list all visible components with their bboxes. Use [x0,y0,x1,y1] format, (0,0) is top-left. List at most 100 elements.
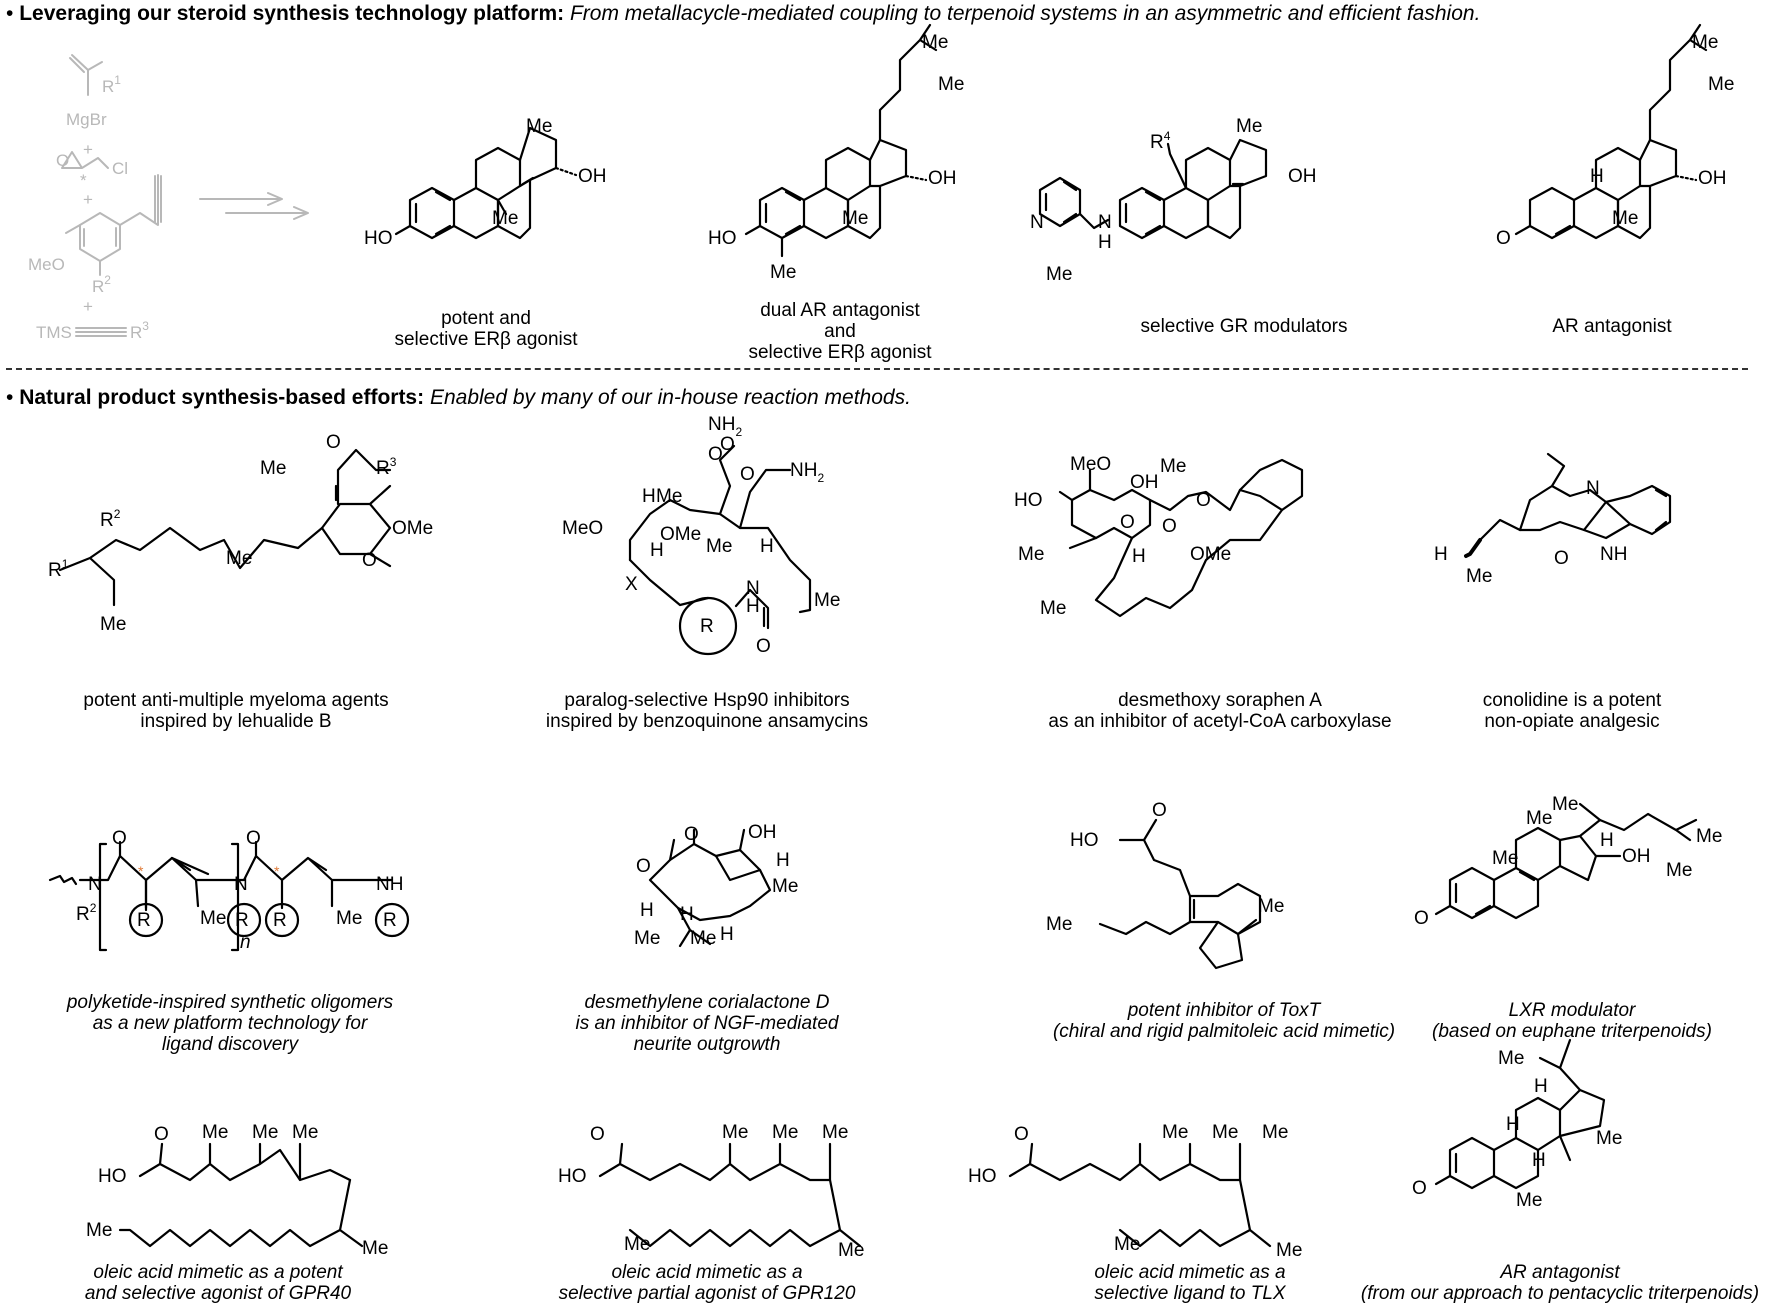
svg-text:Me: Me [1526,808,1552,829]
svg-text:O: O [154,1124,169,1145]
svg-text:Me: Me [634,928,660,949]
reagent-tms: TMS [36,323,72,342]
caption-line: dual AR antagonist [760,300,920,321]
svg-text:HO: HO [364,228,393,249]
svg-text:n: n [240,932,251,953]
svg-text:Me: Me [1612,208,1638,229]
svg-text:HO: HO [708,228,737,249]
reagent-meo: MeO [28,255,65,274]
structure-ar-antagonist-2: O H H H Me Me Me [1412,1038,1622,1211]
svg-text:Me: Me [624,1234,650,1255]
structure-lehualide: R1 Me R2 Me Me O R3 O OMe [48,432,433,635]
structure-erb-agonist: HO Me Me OH [364,116,607,249]
svg-text:NH2: NH2 [790,460,824,485]
caption-line: potent anti-multiple myeloma agents [83,690,389,711]
svg-text:R: R [235,910,249,931]
svg-text:Me: Me [772,876,798,897]
svg-text:H: H [680,904,694,925]
caption-ar-antagonist-2: AR antagonist(from our approach to penta… [1361,1262,1759,1304]
caption-line: desmethylene corialactone D [584,992,830,1013]
svg-text:Me: Me [492,208,518,229]
svg-text:H: H [746,596,760,617]
caption-line: oleic acid mimetic as a potent [93,1262,343,1283]
svg-text:O: O [590,1124,605,1145]
svg-text:O: O [636,856,651,877]
svg-text:Me: Me [1162,1122,1188,1143]
svg-text:R: R [383,910,397,931]
svg-text:Me: Me [526,116,552,137]
svg-text:Me: Me [938,74,964,95]
structure-oligomers: N R2 O R Me N R n O R Me NH R * * [48,828,410,953]
svg-text:NH: NH [1600,544,1627,565]
caption-line: potent inhibitor of ToxT [1127,1000,1321,1021]
caption-line: selective partial agonist of GPR120 [558,1283,856,1304]
caption-line: AR antagonist [1500,1262,1620,1283]
svg-text:Me: Me [814,590,840,611]
svg-text:R3: R3 [376,455,397,479]
svg-text:OH: OH [748,822,777,843]
section1-subtitle: From metallacycle-mediated coupling to t… [569,2,1481,25]
svg-text:H: H [650,540,664,561]
svg-text:Me: Me [722,1122,748,1143]
svg-text:N: N [234,874,248,895]
svg-text:HO: HO [1070,830,1099,851]
svg-text:Me: Me [1046,914,1072,935]
svg-text:Me: Me [226,548,252,569]
svg-text:O: O [756,636,771,657]
svg-text:Me: Me [1236,116,1262,137]
svg-text:O: O [1496,228,1511,249]
structure-hsp90: R X MeO H Me OMe H Me H N H O Me O O O N… [562,414,840,657]
svg-text:Me: Me [292,1122,318,1143]
svg-text:Me: Me [252,1122,278,1143]
structure-lxr: O Me Me Me H OH Me Me [1414,794,1722,929]
svg-text:Me: Me [838,1240,864,1261]
svg-text:Me: Me [260,458,286,479]
svg-text:R: R [700,616,714,637]
svg-text:H: H [1532,1150,1546,1171]
caption-line: potent and [441,308,531,329]
reagent-stack: R1 MgBr + O Cl * + MeO R2 + TMS R3 [28,54,162,342]
svg-text:*: * [274,863,280,879]
svg-text:Me: Me [1276,1240,1302,1261]
svg-text:Me: Me [690,928,716,949]
caption-line: oleic acid mimetic as a [1094,1262,1286,1283]
svg-text:Me: Me [1160,456,1186,477]
svg-text:Me: Me [100,614,126,635]
svg-text:Me: Me [86,1220,112,1241]
svg-text:HO: HO [98,1166,127,1187]
svg-text:O: O [112,828,127,849]
structure-ar-antagonist-1: O H Me OH Me Me [1496,23,1734,249]
svg-text:N: N [1586,478,1600,499]
caption-line: ligand discovery [161,1034,299,1055]
svg-text:HO: HO [1014,490,1043,511]
caption-line: selective ligand to TLX [1094,1283,1286,1304]
svg-text:Me: Me [1498,1048,1524,1069]
svg-text:Me: Me [336,908,362,929]
svg-text:Me: Me [1492,848,1518,869]
svg-text:H: H [1132,546,1146,567]
svg-text:O: O [720,434,735,455]
caption-line: non-opiate analgesic [1484,711,1660,732]
caption-line: inspired by lehualide B [140,711,332,732]
svg-text:Me: Me [1040,598,1066,619]
svg-text:Me: Me [1696,826,1722,847]
svg-text:Me: Me [1692,32,1718,53]
svg-text:O: O [1162,516,1177,537]
svg-text:Me: Me [770,262,796,283]
svg-text:Me: Me [1258,896,1284,917]
section2-header: • Natural product synthesis-based effort… [6,386,911,410]
svg-text:OH: OH [578,166,607,187]
svg-text:O: O [708,444,723,465]
svg-text:Me: Me [202,1122,228,1143]
svg-text:Me: Me [922,32,948,53]
svg-text:Me: Me [1046,264,1072,285]
svg-text:Me: Me [706,536,732,557]
svg-text:H: H [1534,1076,1548,1097]
svg-text:OMe: OMe [392,518,433,539]
svg-text:Me: Me [1466,566,1492,587]
